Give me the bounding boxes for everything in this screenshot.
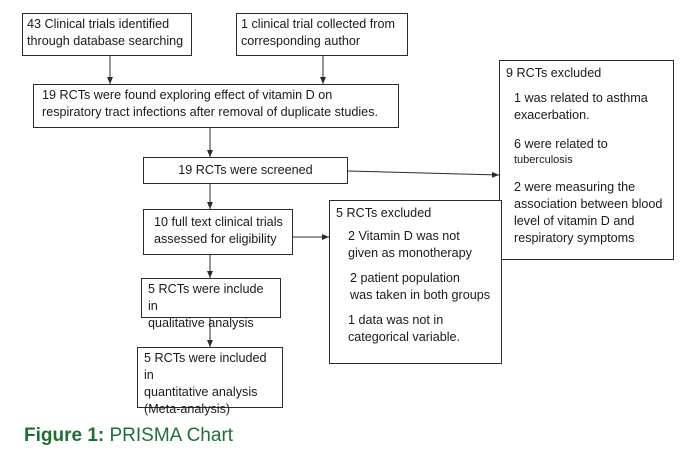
excluded9-item-blood: 2 were measuring the association between… [514, 180, 663, 245]
excluded5-item-monotherapy: 2 Vitamin D was not given as monotherapy [348, 229, 472, 260]
excluded5-item-population: 2 patient population was taken in both g… [350, 271, 491, 302]
caption-text: PRISMA Chart [104, 425, 234, 446]
box-fulltext: 10 full text clinical trials assessed fo… [143, 209, 293, 255]
box-screened: 19 RCTs were screened [143, 157, 348, 184]
box-found: 19 RCTs were found exploring effect of v… [33, 84, 399, 128]
excluded9-title: 9 RCTs excluded [506, 66, 602, 80]
box-collected: 1 clinical trial collected from correspo… [236, 13, 408, 56]
excluded5-title: 5 RCTs excluded [336, 206, 432, 220]
excluded9-item-asthma: 1 was related to asthma exacerbation. [514, 91, 648, 122]
figure-caption: Figure 1: PRISMA Chart [24, 425, 233, 447]
box-quantitative: 5 RCTs were included in quantitative ana… [137, 347, 283, 416]
excluded9-item-tb-cont: tuberculosis [514, 154, 573, 166]
caption-label: Figure 1: [24, 425, 105, 446]
box-excluded-9: 9 RCTs excluded 1 was related to asthma … [499, 60, 674, 260]
box-qualitative: 5 RCTs were include in qualitative analy… [141, 278, 281, 330]
box-excluded-5: 5 RCTs excluded 2 Vitamin D was not give… [329, 200, 502, 364]
excluded9-item-tb: 6 were related to [514, 137, 608, 151]
excluded5-item-categorical: 1 data was not in categorical variable. [348, 313, 461, 344]
box-identified: 43 Clinical trials identified through da… [22, 13, 192, 56]
arrow-screened-to-excluded9 [347, 170, 500, 178]
